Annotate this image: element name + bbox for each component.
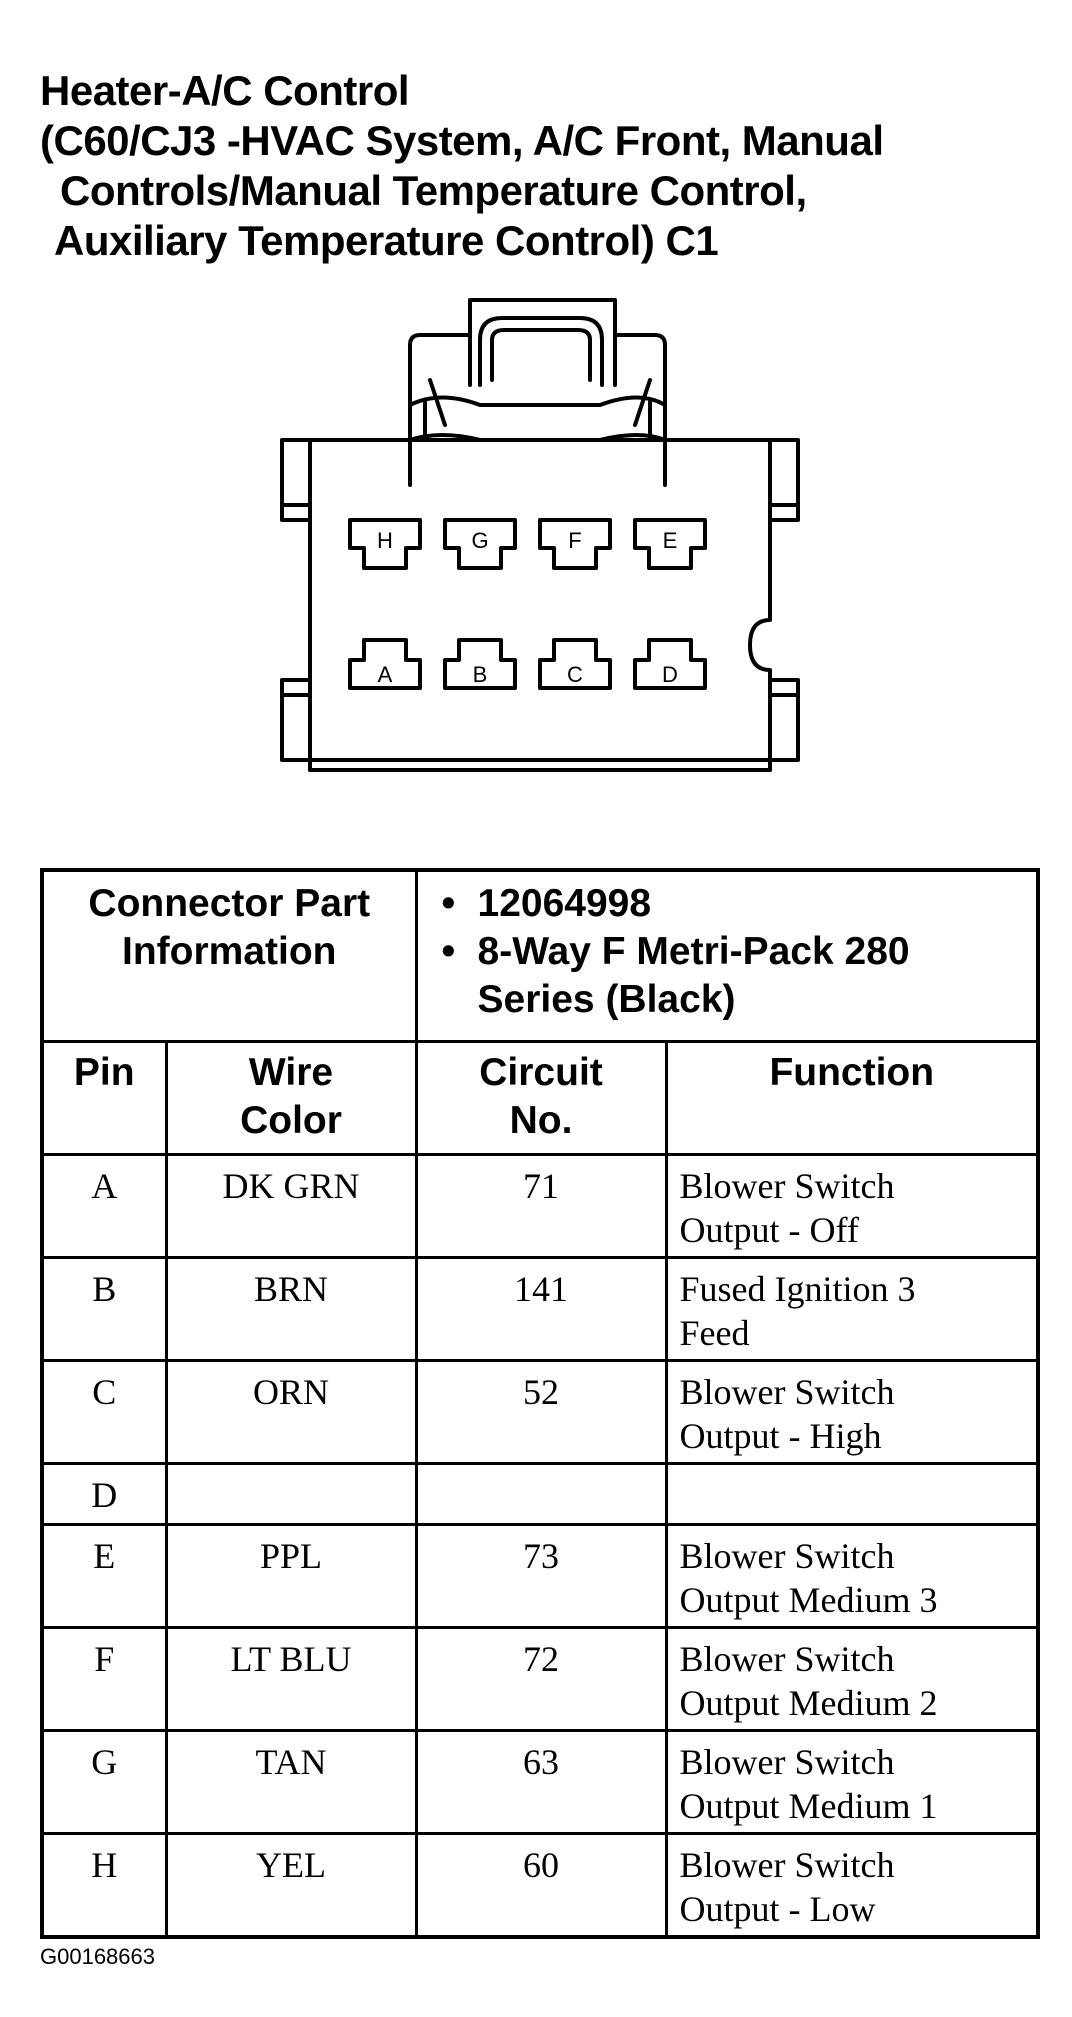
cell-pin: C <box>40 1359 168 1465</box>
table-row: B BRN 141 Fused Ignition 3 Feed <box>40 1256 1040 1362</box>
title-line-3: Controls/Manual Temperature Control, <box>60 167 807 214</box>
part-info-label-line1: Connector Part <box>88 882 371 925</box>
cavity-bottom-row: A B C D <box>348 638 707 690</box>
connector-latch <box>408 298 667 487</box>
part-info-label-line2: Information <box>122 930 337 973</box>
latch-band <box>408 395 667 407</box>
cell-wire-color: DK GRN <box>164 1153 418 1259</box>
cell-pin: A <box>40 1153 168 1259</box>
part-number: 12064998 <box>477 882 652 925</box>
cell-function: Blower Switch Output - High <box>664 1359 1040 1465</box>
cell-function: Blower Switch Output - Low <box>664 1832 1040 1939</box>
table-row: C ORN 52 Blower Switch Output - High <box>40 1359 1040 1465</box>
header-circuit-line1: Circuit <box>479 1051 603 1094</box>
cell-function: Blower Switch Output - Off <box>664 1153 1040 1259</box>
function-line1: Blower Switch <box>679 1372 895 1412</box>
bullet-icon: • <box>441 882 456 925</box>
function-line2: Output Medium 3 <box>679 1580 938 1620</box>
function-line2: Output - High <box>679 1416 882 1456</box>
cell-function: Blower Switch Output Medium 1 <box>664 1729 1040 1835</box>
cell-circuit <box>414 1462 668 1526</box>
pin-label-b: B <box>473 662 488 687</box>
pin-label-d: D <box>662 662 678 687</box>
header-pin: Pin <box>40 1040 168 1156</box>
function-line2: Output - Low <box>679 1889 876 1929</box>
cell-wire-color: YEL <box>164 1832 418 1939</box>
title-line-2: (C60/CJ3 -HVAC System, A/C Front, Manual <box>40 117 884 164</box>
cell-wire-color: PPL <box>164 1523 418 1629</box>
connector-body <box>308 438 772 762</box>
pin-label-h: H <box>377 528 393 553</box>
table-row: D <box>40 1462 1040 1526</box>
header-pin-label: Pin <box>73 1051 135 1094</box>
page-title: Heater-A/C Control (C60/CJ3 -HVAC System… <box>40 66 884 266</box>
cell-wire-color <box>164 1462 418 1526</box>
pin-label-e: E <box>663 528 678 553</box>
title-line-1: Heater-A/C Control <box>40 67 410 114</box>
part-description-item: • 8-Way F Metri-Pack 280 <box>442 928 1037 976</box>
function-line1: Blower Switch <box>679 1639 895 1679</box>
function-line1: Blower Switch <box>679 1742 895 1782</box>
header-row: Pin Wire Color Circuit No. Function <box>40 1040 1040 1156</box>
cell-function: Fused Ignition 3 Feed <box>664 1256 1040 1362</box>
cell-circuit: 60 <box>414 1832 668 1939</box>
part-info-label: Connector Part Information <box>40 868 418 1043</box>
cell-wire-color: LT BLU <box>164 1626 418 1732</box>
pinout-table: Connector Part Information • 12064998 • … <box>40 868 1041 1939</box>
cell-function: Blower Switch Output Medium 2 <box>664 1626 1040 1732</box>
cell-pin: E <box>40 1523 168 1629</box>
cell-circuit: 71 <box>414 1153 668 1259</box>
part-description-line2: Series (Black) <box>477 978 736 1021</box>
function-line1: Blower Switch <box>679 1166 895 1206</box>
part-description-line1: 8-Way F Metri-Pack 280 <box>477 930 910 973</box>
title-line-4: Auxiliary Temperature Control) C1 <box>54 217 719 264</box>
function-line2: Output - Off <box>679 1210 859 1250</box>
cell-pin: F <box>40 1626 168 1732</box>
header-circuit-line2: No. <box>509 1099 573 1142</box>
table-row: G TAN 63 Blower Switch Output Medium 1 <box>40 1729 1040 1835</box>
bullet-icon: • <box>441 930 456 973</box>
connector-diagram: H G F E A B C D <box>280 298 800 772</box>
header-function: Function <box>664 1040 1040 1156</box>
header-function-label: Function <box>769 1051 935 1094</box>
pin-label-c: C <box>567 662 583 687</box>
latch-loop <box>478 316 604 387</box>
header-wire-color-line2: Color <box>240 1099 342 1142</box>
cell-circuit: 141 <box>414 1256 668 1362</box>
function-line1: Blower Switch <box>679 1845 895 1885</box>
function-line2: Output Medium 1 <box>679 1786 938 1826</box>
pin-label-f: F <box>568 528 581 553</box>
cell-circuit: 52 <box>414 1359 668 1465</box>
figure-code: G00168663 <box>40 1944 155 1969</box>
table-row: A DK GRN 71 Blower Switch Output - Off <box>40 1153 1040 1259</box>
function-line2: Output Medium 2 <box>679 1683 938 1723</box>
cavity-top-row: H G F E <box>348 518 707 570</box>
pin-label-a: A <box>378 662 393 687</box>
cell-circuit: 73 <box>414 1523 668 1629</box>
pin-label-g: G <box>471 528 488 553</box>
table-row: H YEL 60 Blower Switch Output - Low <box>40 1832 1040 1939</box>
cell-pin: H <box>40 1832 168 1939</box>
header-wire-color: Wire Color <box>164 1040 418 1156</box>
function-line1: Blower Switch <box>679 1536 895 1576</box>
cell-wire-color: TAN <box>164 1729 418 1835</box>
cell-function: Blower Switch Output Medium 3 <box>664 1523 1040 1629</box>
cell-wire-color: ORN <box>164 1359 418 1465</box>
cell-pin: B <box>40 1256 168 1362</box>
table-row: F LT BLU 72 Blower Switch Output Medium … <box>40 1626 1040 1732</box>
header-wire-color-line1: Wire <box>248 1051 334 1094</box>
cell-pin: D <box>40 1462 168 1526</box>
function-line2: Feed <box>679 1313 750 1353</box>
part-info-row: Connector Part Information • 12064998 • … <box>40 868 1040 1043</box>
part-info-details: • 12064998 • 8-Way F Metri-Pack 280 Seri… <box>414 868 1040 1043</box>
table-row: E PPL 73 Blower Switch Output Medium 3 <box>40 1523 1040 1629</box>
cell-circuit: 63 <box>414 1729 668 1835</box>
function-line1: Fused Ignition 3 <box>679 1269 916 1309</box>
part-number-item: • 12064998 <box>442 880 1037 928</box>
cell-wire-color: BRN <box>164 1256 418 1362</box>
cell-function <box>664 1462 1040 1526</box>
cell-pin: G <box>40 1729 168 1835</box>
cell-circuit: 72 <box>414 1626 668 1732</box>
header-circuit: Circuit No. <box>414 1040 668 1156</box>
